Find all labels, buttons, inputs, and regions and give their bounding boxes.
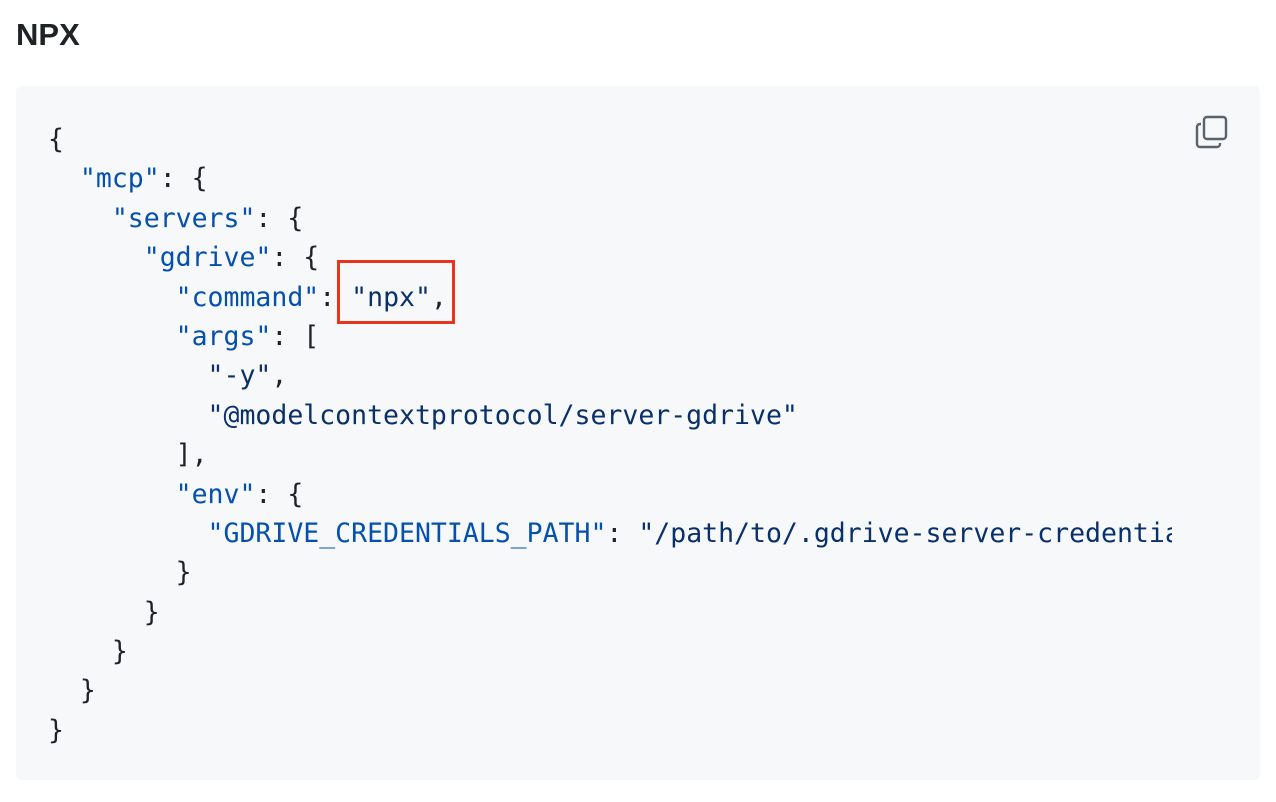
close-brace: } <box>48 714 64 746</box>
code-block: { "mcp": { "servers": { "gdrive": { "com… <box>16 86 1260 780</box>
copy-button[interactable] <box>1194 114 1230 150</box>
code-content: { "mcp": { "servers": { "gdrive": { "com… <box>48 120 1172 750</box>
code-line-11: "GDRIVE_CREDENTIALS_PATH": "/path/to/.gd… <box>48 514 1172 553</box>
gdrive-key: "gdrive" <box>143 242 272 274</box>
section-heading: NPX <box>16 17 80 52</box>
env-key: "env" <box>175 478 256 510</box>
code-line-10: "env": { <box>175 478 304 510</box>
code-line-16: } <box>48 711 1172 750</box>
credentials-key: "GDRIVE_CREDENTIALS_PATH" <box>207 517 607 549</box>
arg-y: "-y" <box>207 360 272 392</box>
code-line-7: "-y", <box>207 360 288 392</box>
code-line-14: } <box>111 636 128 668</box>
code-scroll-area[interactable]: { "mcp": { "servers": { "gdrive": { "com… <box>48 120 1172 760</box>
servers-key: "servers" <box>111 202 256 234</box>
code-line-2: "mcp": { <box>79 163 208 195</box>
args-key: "args" <box>175 320 272 352</box>
code-line-3: "servers": { <box>111 202 304 234</box>
code-line-1: { <box>48 120 1172 159</box>
code-line-6: "args": [ <box>175 320 320 352</box>
code-line-13: } <box>143 596 160 628</box>
code-line-12: } <box>175 557 192 589</box>
code-line-9: ], <box>175 439 208 471</box>
code-line-15: } <box>79 675 96 707</box>
command-key: "command" <box>175 281 320 313</box>
open-brace: { <box>48 124 64 155</box>
mcp-key: "mcp" <box>79 163 160 195</box>
arg-package: "@modelcontextprotocol/server-gdrive" <box>207 399 798 431</box>
code-line-8: "@modelcontextprotocol/server-gdrive" <box>48 396 1172 435</box>
code-line-4: "gdrive": { <box>143 242 320 274</box>
copy-icon <box>1195 115 1229 149</box>
command-value: "npx" <box>351 281 431 313</box>
code-line-5: "command": "npx", <box>175 281 447 313</box>
credentials-value: "/path/to/.gdrive-server-credentials.jso… <box>638 517 1172 549</box>
